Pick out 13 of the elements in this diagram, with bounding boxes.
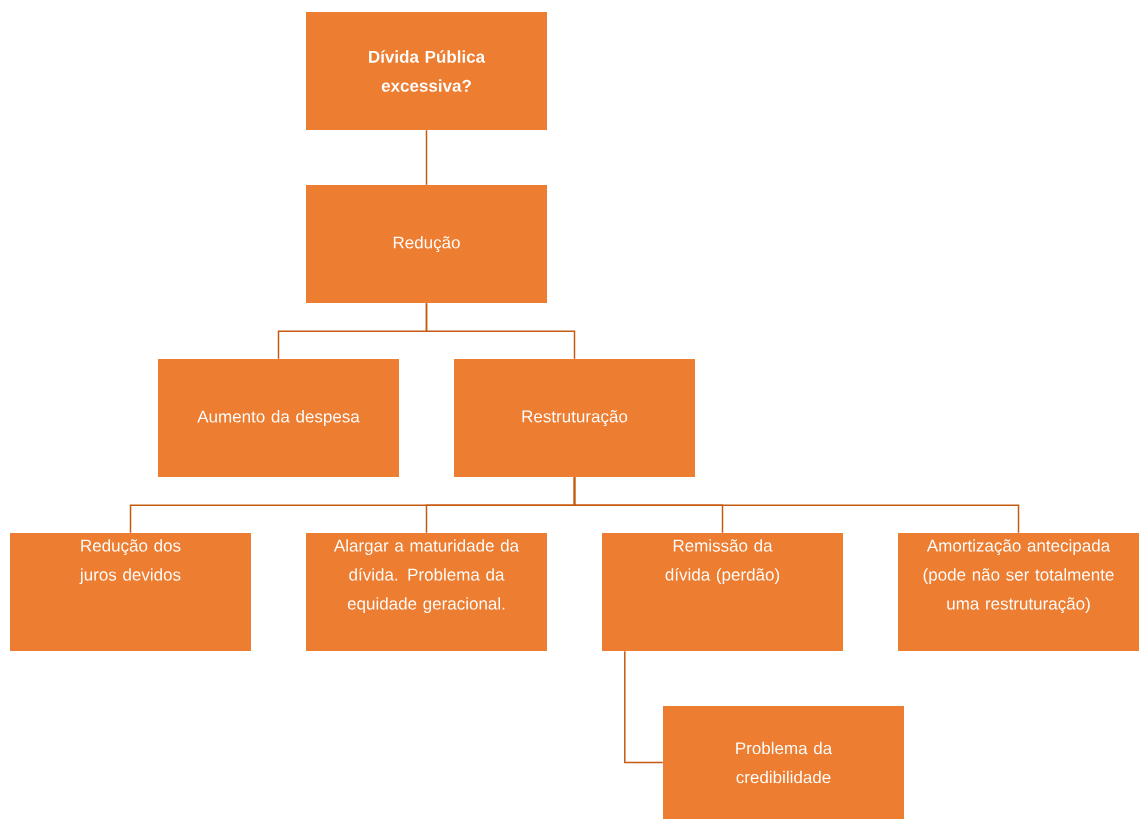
process-box: Remissão da dívida (perdão)	[602, 533, 843, 651]
process-box: Aumento da despesa	[158, 359, 399, 477]
process-box: Alargar a maturidade da dívida. Problema da equidade geracional.	[306, 533, 547, 651]
process-box: Redução dos juros devidos	[10, 533, 251, 651]
process-box: Problema da credibilidade	[663, 706, 904, 819]
process-box: Amortização antecipada (pode não ser totalmente uma restruturação)	[898, 533, 1139, 651]
connector-line	[425, 302, 576, 360]
connector-line	[624, 650, 664, 764]
process-box: Dívida Pública excessiva?	[306, 12, 547, 130]
connector-line	[425, 129, 428, 186]
process-box: Restruturação	[454, 359, 695, 477]
process-box: Redução	[306, 185, 547, 303]
connector-line	[573, 476, 1020, 534]
